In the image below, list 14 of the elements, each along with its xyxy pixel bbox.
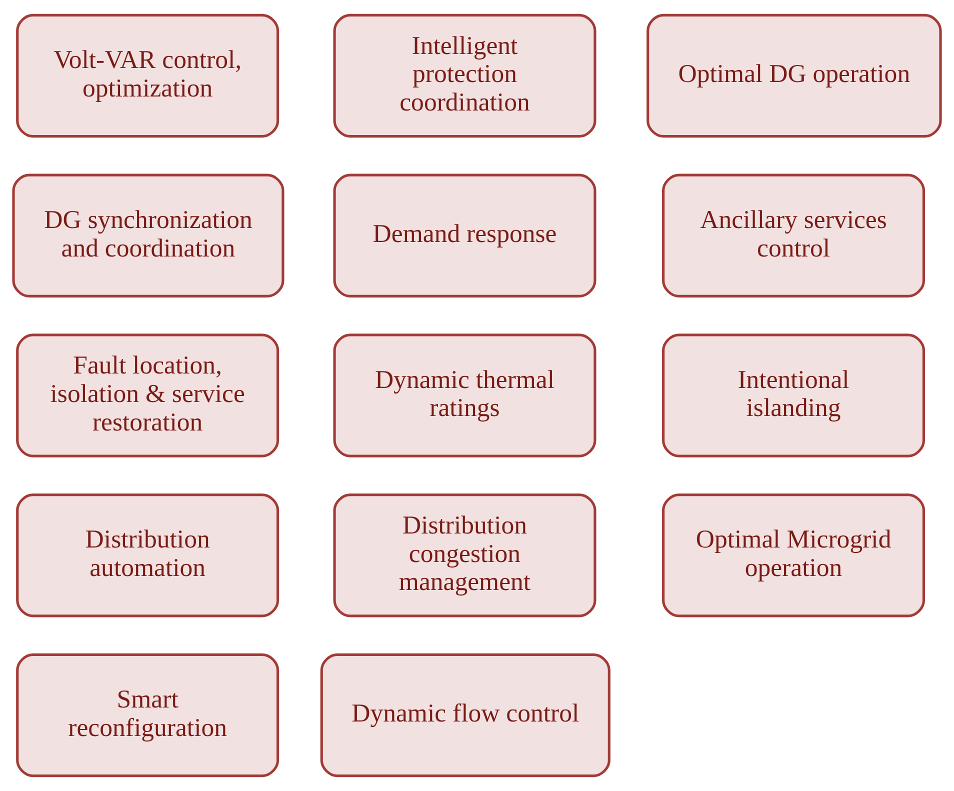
node-box: Dynamic flow control <box>320 653 610 778</box>
node-box: Distribution congestion management <box>333 493 596 618</box>
node-box: DG synchronization and coordination <box>12 174 284 298</box>
node-box: Optimal Microgrid operation <box>662 493 926 618</box>
node-box: Ancillary services control <box>662 174 926 298</box>
node-box: Intelligent protection coordination <box>333 14 596 138</box>
node-box: Fault location, isolation & service restoration <box>16 334 280 458</box>
node-box: Dynamic thermal ratings <box>333 334 596 458</box>
node-box: Demand response <box>333 174 596 298</box>
node-box: Volt-VAR control, optimization <box>16 14 280 138</box>
node-box: Smart reconfiguration <box>16 653 280 778</box>
node-box: Intentional islanding <box>662 334 926 458</box>
node-box: Distribution automation <box>16 493 280 618</box>
node-box: Optimal DG operation <box>646 14 942 138</box>
